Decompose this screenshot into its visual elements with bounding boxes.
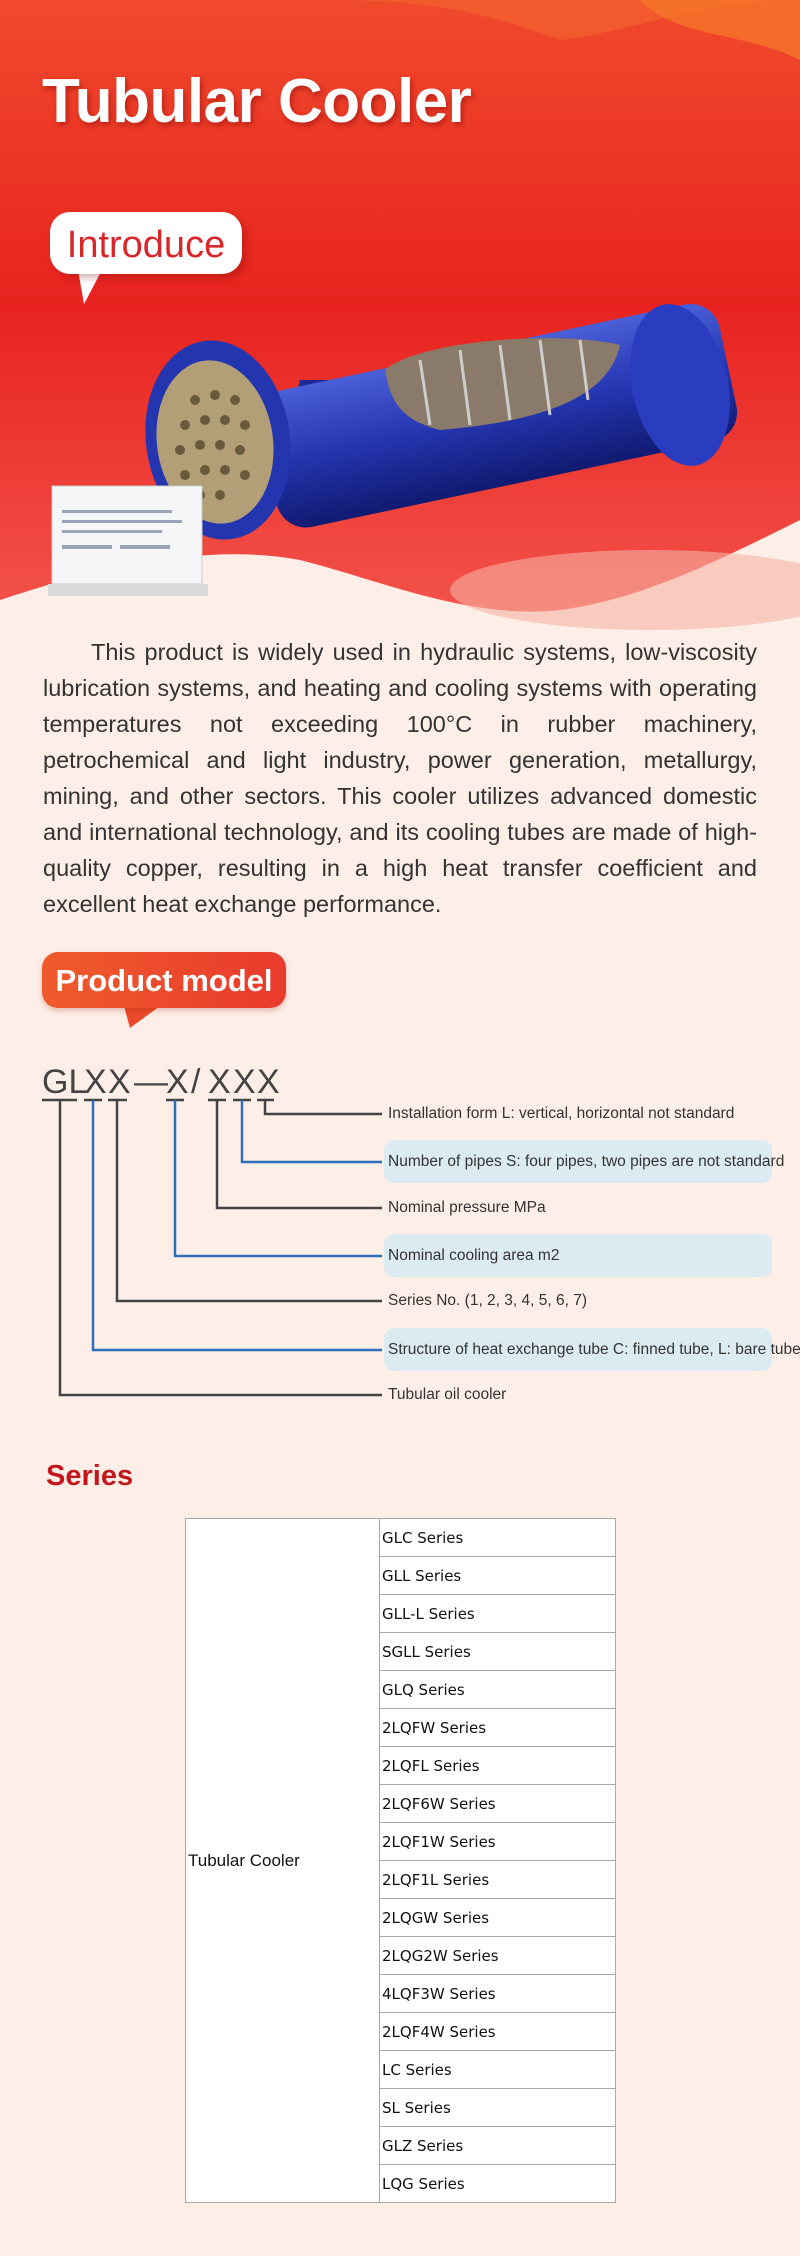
table-row: 2LQF1L Series bbox=[186, 1860, 616, 1899]
series-cell: GLZ Series bbox=[379, 2126, 616, 2165]
series-cell: SGLL Series bbox=[379, 1632, 616, 1671]
hero-banner bbox=[0, 0, 800, 640]
code-part: / bbox=[191, 1063, 201, 1101]
table-row: LQG Series bbox=[186, 2164, 616, 2203]
series-cell: 2LQF4W Series bbox=[379, 2012, 616, 2051]
product-model-label: Product model bbox=[55, 963, 273, 998]
series-cell: 4LQF3W Series bbox=[379, 1974, 616, 2013]
series-cell: GLL Series bbox=[379, 1556, 616, 1595]
label-tube-structure: Structure of heat exchange tube C: finne… bbox=[388, 1341, 800, 1358]
code-part: X bbox=[257, 1063, 280, 1101]
series-cell: GLC Series bbox=[379, 1518, 616, 1557]
label-highlight bbox=[384, 1140, 772, 1183]
table-row: SGLL Series bbox=[186, 1632, 616, 1671]
introduce-label: Introduce bbox=[66, 224, 226, 266]
series-cell: 2LQGW Series bbox=[379, 1898, 616, 1937]
table-row: 2LQGW Series bbox=[186, 1898, 616, 1937]
code-part: X bbox=[108, 1063, 131, 1101]
label-highlight bbox=[384, 1328, 772, 1371]
table-row: LC Series bbox=[186, 2050, 616, 2089]
series-cell: 2LQFL Series bbox=[379, 1746, 616, 1785]
label-highlight bbox=[384, 1234, 772, 1277]
series-heading: Series bbox=[46, 1460, 134, 1492]
series-cell: 2LQG2W Series bbox=[379, 1936, 616, 1975]
series-cell: 2LQF6W Series bbox=[379, 1784, 616, 1823]
model-code-diagram: GL X X — X / X X X Installation form L: … bbox=[0, 1060, 800, 1410]
code-part: X bbox=[84, 1063, 107, 1101]
table-row: 2LQFW Series bbox=[186, 1708, 616, 1747]
label-tubular-oil-cooler: Tubular oil cooler bbox=[388, 1386, 507, 1403]
label-installation-form: Installation form L: vertical, horizonta… bbox=[388, 1105, 735, 1122]
table-row: SL Series bbox=[186, 2088, 616, 2127]
series-cell: SL Series bbox=[379, 2088, 616, 2127]
code-part: X bbox=[208, 1063, 231, 1101]
introduce-bubble: Introduce bbox=[50, 212, 242, 274]
code-part: — bbox=[134, 1063, 168, 1101]
label-series-no: Series No. (1, 2, 3, 4, 5, 6, 7) bbox=[388, 1292, 588, 1309]
series-cell: LC Series bbox=[379, 2050, 616, 2089]
series-category-cell: Tubular Cooler bbox=[185, 1518, 380, 2203]
cooler-product-image bbox=[48, 303, 738, 596]
page-title: Tubular Cooler bbox=[42, 67, 472, 136]
product-model-bubble-tail bbox=[124, 1006, 160, 1028]
label-cooling-area: Nominal cooling area m2 bbox=[388, 1247, 560, 1264]
introduce-bubble-tail bbox=[78, 270, 102, 304]
table-row: GLL-L Series bbox=[186, 1594, 616, 1633]
table-row: GLZ Series bbox=[186, 2126, 616, 2165]
product-description: This product is widely used in hydraulic… bbox=[43, 639, 757, 917]
series-cell: 2LQF1L Series bbox=[379, 1860, 616, 1899]
label-number-of-pipes: Number of pipes S: four pipes, two pipes… bbox=[388, 1153, 785, 1170]
series-cell: GLL-L Series bbox=[379, 1594, 616, 1633]
product-model-heading: Product model bbox=[42, 952, 286, 1008]
table-row: 2LQFL Series bbox=[186, 1746, 616, 1785]
code-part: X bbox=[166, 1063, 189, 1101]
series-cell: 2LQFW Series bbox=[379, 1708, 616, 1747]
table-row: 2LQF6W Series bbox=[186, 1784, 616, 1823]
model-code-lines: GL X X — X / X X X bbox=[42, 1063, 382, 1397]
code-part: X bbox=[233, 1063, 256, 1101]
series-cell: GLQ Series bbox=[379, 1670, 616, 1709]
series-cell: LQG Series bbox=[379, 2164, 616, 2203]
series-cell: 2LQF1W Series bbox=[379, 1822, 616, 1861]
label-nominal-pressure: Nominal pressure MPa bbox=[388, 1199, 546, 1216]
table-row: 2LQF1W Series bbox=[186, 1822, 616, 1861]
code-part: GL bbox=[42, 1063, 87, 1101]
